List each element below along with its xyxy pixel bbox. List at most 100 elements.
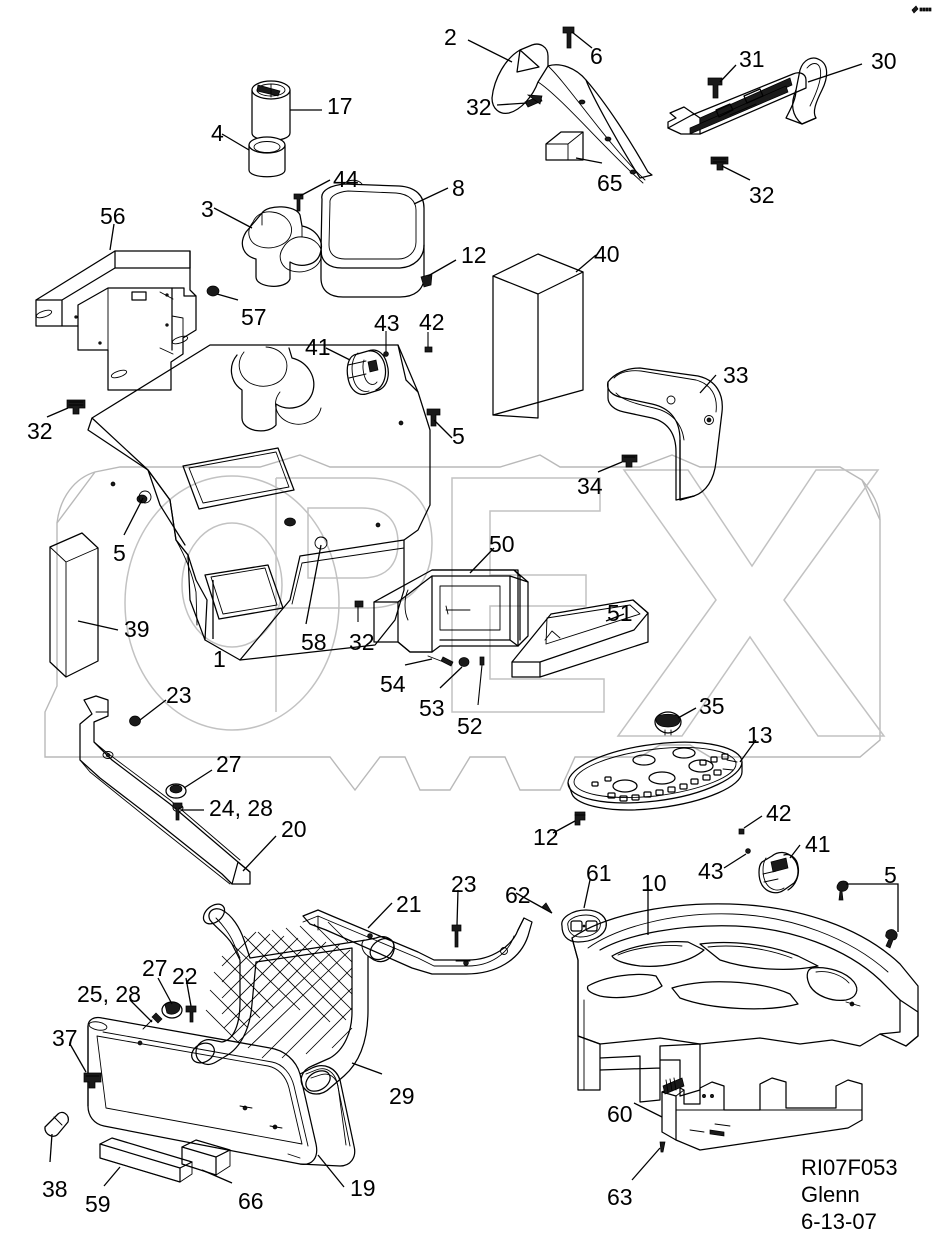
part-54-screw [427,655,454,667]
callout-59: 59 [85,1191,111,1217]
part-62-arrow [515,892,553,914]
part-1-console-body [87,344,431,661]
part-3-cup-holder [241,206,323,287]
watermark-boundary-outline [44,454,881,792]
part-6-screw [562,26,575,49]
callout-60: 60 [607,1101,633,1127]
part-44-screw [293,193,304,212]
part-52-pin [477,656,485,706]
part-13-speaker-grille [567,741,743,811]
part-21-trim-bar [302,909,533,975]
callout-44: 44 [333,166,359,192]
part-32-pin-mid [354,600,364,622]
part-38-stud [44,1111,69,1137]
callout-30: 30 [871,48,897,74]
callout-63: 63 [607,1184,633,1210]
part-43-pin-lower [723,848,751,869]
callout-53: 53 [419,695,445,721]
callout-65: 65 [597,170,623,196]
callout-31: 31 [739,46,765,72]
part-12-clip-upper [420,273,433,288]
callout-40: 40 [594,241,620,267]
part-12-clip-lower [574,811,586,826]
callout-35: 35 [699,693,725,719]
part-32-clip-left [66,399,86,415]
part-2-pillar-trim [491,43,653,184]
callout-51: 51 [607,600,633,626]
part-53-nut [458,657,470,667]
callout-32: 32 [466,94,492,120]
callout-24-28: 24, 28 [209,795,273,821]
part-8-cover-mat [320,179,425,298]
callout-13: 13 [747,722,773,748]
part-32-clip-right [710,156,729,171]
callout-5: 5 [452,423,465,449]
part-20-side-trim [79,695,251,885]
callout-32: 32 [349,629,375,655]
part-5-screw-mid [426,408,441,427]
part-37-clip [83,1072,102,1089]
part-10-quarter-trim-large [571,903,919,1103]
part-25-28-screw [142,1012,163,1030]
part-42-pin-upper [424,332,433,353]
callout-27: 27 [142,955,168,981]
callout-62: 62 [505,882,531,908]
callout-52: 52 [457,713,483,739]
callout-21: 21 [396,891,422,917]
part-19-rear-shelf [87,1016,356,1167]
watermark-text-apex [124,469,886,737]
callout-17: 17 [327,93,353,119]
callout-5: 5 [113,540,126,566]
callout-2: 2 [444,24,457,50]
callout-29: 29 [389,1083,415,1109]
callout-22: 22 [172,963,198,989]
callout-41: 41 [305,334,331,360]
part-42-pin-lower [738,815,763,835]
part-23-screw-lower [451,924,462,948]
part-33-quarter-trim [607,367,723,501]
callout-43: 43 [374,310,400,336]
callout-38: 38 [42,1176,68,1202]
part-32-clip-arrow-upper [524,94,543,108]
part-41-vent-lower [758,851,800,894]
part-35-knob [654,711,682,736]
callout-37: 37 [52,1025,78,1051]
callout-42: 42 [419,309,445,335]
callout-57: 57 [241,304,267,330]
part-30-sill-plate [667,72,807,135]
part-65-block [545,131,584,161]
corner-marking [911,5,932,14]
callout-50: 50 [489,531,515,557]
part-4-ring [248,136,286,178]
callout-4: 4 [211,120,224,146]
callout-42: 42 [766,800,792,826]
part-56-bracket [35,250,197,391]
part-34-clip [621,454,638,468]
part-50-storage-tray [373,569,529,653]
callout-58: 58 [301,629,327,655]
part-61-switch-bezel [561,909,607,943]
part-39-filler-block [49,532,99,678]
callout-32: 32 [749,182,775,208]
callout-12: 12 [533,824,559,850]
callout-43: 43 [698,858,724,884]
part-63-pin [631,1141,666,1181]
callout-8: 8 [452,175,465,201]
callout-34: 34 [577,473,603,499]
drawing-date: 6-13-07 [801,1208,877,1234]
title-block: RI07F053 Glenn 6-13-07 [801,1155,898,1235]
callout-56: 56 [100,203,126,229]
part-66-spacer-block [181,1139,231,1176]
part-51-trim-panel [511,599,649,678]
part-30-hook-trim [785,57,828,125]
part-5-screws-right [836,880,899,949]
callout-61: 61 [586,860,612,886]
drawing-author: Glenn [801,1181,860,1207]
callout-1: 1 [213,646,226,672]
part-40-box [492,253,584,419]
part-57-nut [206,285,220,297]
callout-19: 19 [350,1175,376,1201]
callout-12: 12 [461,242,487,268]
